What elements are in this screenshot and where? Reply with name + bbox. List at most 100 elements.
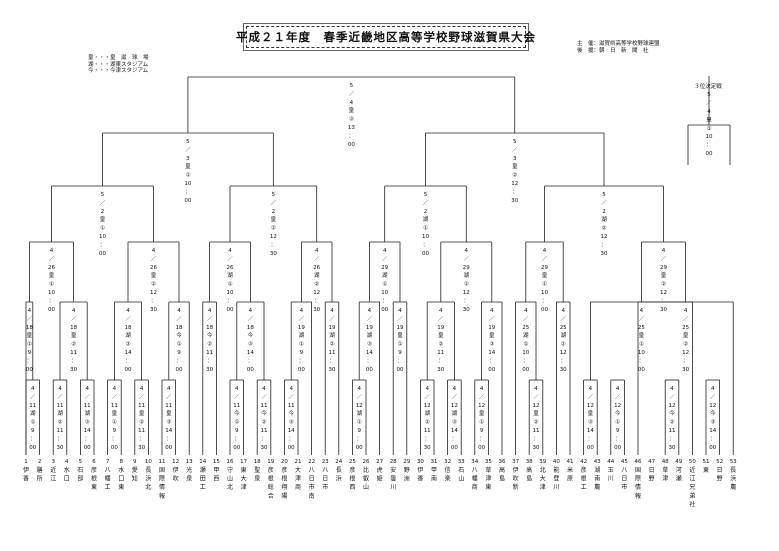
team-name: 虎 <box>377 466 383 474</box>
team-name: 川 <box>608 476 614 483</box>
round3-schedule: 湖 <box>227 271 233 279</box>
team-name: 信 <box>445 466 451 474</box>
round1-schedule: 9 <box>480 428 484 434</box>
team-name: 幡 <box>472 475 478 483</box>
round3-schedule: 30 <box>660 307 667 313</box>
round2-schedule: 30 <box>560 367 567 373</box>
team-number: 16 <box>227 459 234 465</box>
round2-schedule: ／ <box>397 315 403 322</box>
round1-schedule: ／ <box>261 393 267 400</box>
team-name: 香 <box>417 475 423 483</box>
round2-schedule: 皇 <box>639 331 645 339</box>
team-name: 彦 <box>91 466 97 474</box>
round1-schedule: ： <box>356 436 362 442</box>
team-name: 社 <box>689 500 695 508</box>
team-number: 5 <box>79 459 83 465</box>
round1-schedule: 9 <box>113 428 117 434</box>
legend-abbr: 皇 <box>88 55 94 61</box>
round2-schedule: 00 <box>638 367 645 373</box>
round1-schedule: 30 <box>424 445 431 451</box>
semifinal-schedule: 30 <box>511 198 518 204</box>
team-number: 30 <box>417 459 424 465</box>
team-name: 野 <box>404 466 410 474</box>
round1-schedule: 湖 <box>356 409 362 417</box>
round2-schedule: 25 <box>638 325 645 331</box>
round3-schedule: ／ <box>151 255 157 262</box>
round2-schedule: ② <box>438 341 443 348</box>
team-name: 商 <box>295 483 301 491</box>
round3-schedule: ② <box>314 281 319 288</box>
round1-schedule: 11 <box>138 403 145 409</box>
round2-schedule: ① <box>523 342 528 348</box>
round2-schedule: 湖 <box>329 331 335 339</box>
round2-schedule: 18 <box>26 325 33 331</box>
round1-schedule: ③ <box>166 420 171 426</box>
round2-schedule: ： <box>176 358 182 364</box>
round2-schedule: 19 <box>298 325 305 331</box>
round2-schedule: 4 <box>561 308 565 314</box>
round2-schedule: 4 <box>177 308 181 314</box>
team-name: 野 <box>649 475 655 483</box>
round1-schedule: 12 <box>587 403 594 409</box>
team-name: 安 <box>390 466 396 474</box>
round1-schedule: ① <box>234 420 239 426</box>
team-name: 口 <box>118 476 124 483</box>
team-name: 南 <box>431 475 437 483</box>
team-number: 23 <box>322 459 329 465</box>
round3-schedule: 29 <box>660 265 667 271</box>
round3-schedule: 00 <box>48 307 55 313</box>
round3-schedule: 26 <box>227 265 234 271</box>
team-name: 根 <box>281 475 287 483</box>
team-name: 水 <box>64 466 70 474</box>
round1-schedule: 皇 <box>533 409 539 417</box>
round4-schedule: 12 <box>270 234 277 240</box>
team-name: 日 <box>309 476 315 483</box>
round4-schedule: ② <box>271 225 276 232</box>
team-name: 伊 <box>173 466 179 474</box>
round2-schedule: 4 <box>72 308 76 314</box>
team-name: 彦 <box>268 466 274 474</box>
round1-schedule: 9 <box>235 428 239 434</box>
team-name: 八 <box>105 467 111 474</box>
team-name: 日 <box>649 467 655 474</box>
round2-schedule: 30 <box>206 367 213 373</box>
round2-schedule: 4 <box>684 308 688 314</box>
round2-schedule: 25 <box>522 325 529 331</box>
round2-schedule: 25 <box>682 325 689 331</box>
round3-schedule: ① <box>228 282 233 288</box>
round1-schedule: ： <box>615 436 621 442</box>
round1-schedule: ： <box>30 436 36 442</box>
round1-schedule: ： <box>710 436 716 442</box>
team-name: 際 <box>635 475 641 483</box>
team-number: 36 <box>499 459 506 465</box>
team-number: 40 <box>553 459 560 465</box>
round1-schedule: ／ <box>57 393 63 400</box>
team-name: 北 <box>145 483 151 491</box>
playoff-schedule: 5 <box>707 92 711 98</box>
organizer-role: 主 催 <box>577 41 594 47</box>
round2-schedule: 14 <box>125 350 132 356</box>
round4-schedule: 皇 <box>271 215 277 223</box>
team-name: 泉 <box>254 475 260 483</box>
team-name: 草 <box>662 466 668 474</box>
team-name: 根 <box>581 475 587 483</box>
round2-schedule: ／ <box>248 315 254 322</box>
round1-schedule: 4 <box>58 386 62 392</box>
round4-schedule: 2 <box>602 209 606 215</box>
round2-schedule: ： <box>125 358 131 364</box>
round3-schedule: 30 <box>463 307 470 313</box>
round1-schedule: 皇 <box>588 409 594 417</box>
team-name: 津 <box>540 484 546 491</box>
round2-schedule: 皇 <box>27 331 33 339</box>
round3-schedule: ： <box>661 298 667 304</box>
team-number: 33 <box>458 459 465 465</box>
round4-schedule: 5 <box>101 192 105 198</box>
round3-schedule: 29 <box>541 265 548 271</box>
round4-schedule: 00 <box>99 251 106 257</box>
round3-schedule: ： <box>382 298 388 304</box>
legend-label: ・・・湖東スタジアム <box>93 61 149 68</box>
team-name: 日 <box>717 467 723 474</box>
round4-schedule: 2 <box>424 209 428 215</box>
round3-schedule: 皇 <box>151 271 157 279</box>
round1-schedule: 11 <box>233 403 240 409</box>
